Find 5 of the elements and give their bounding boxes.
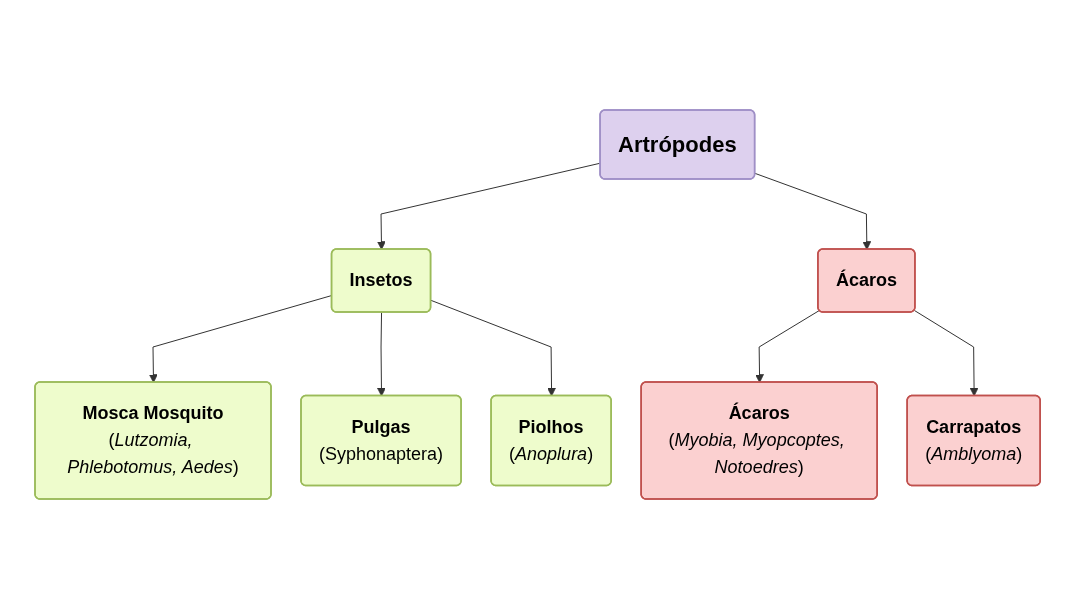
arrow	[914, 309, 979, 397]
arrow	[755, 172, 872, 250]
arrow	[377, 312, 387, 397]
arrow	[755, 309, 821, 383]
arrow	[430, 299, 557, 397]
